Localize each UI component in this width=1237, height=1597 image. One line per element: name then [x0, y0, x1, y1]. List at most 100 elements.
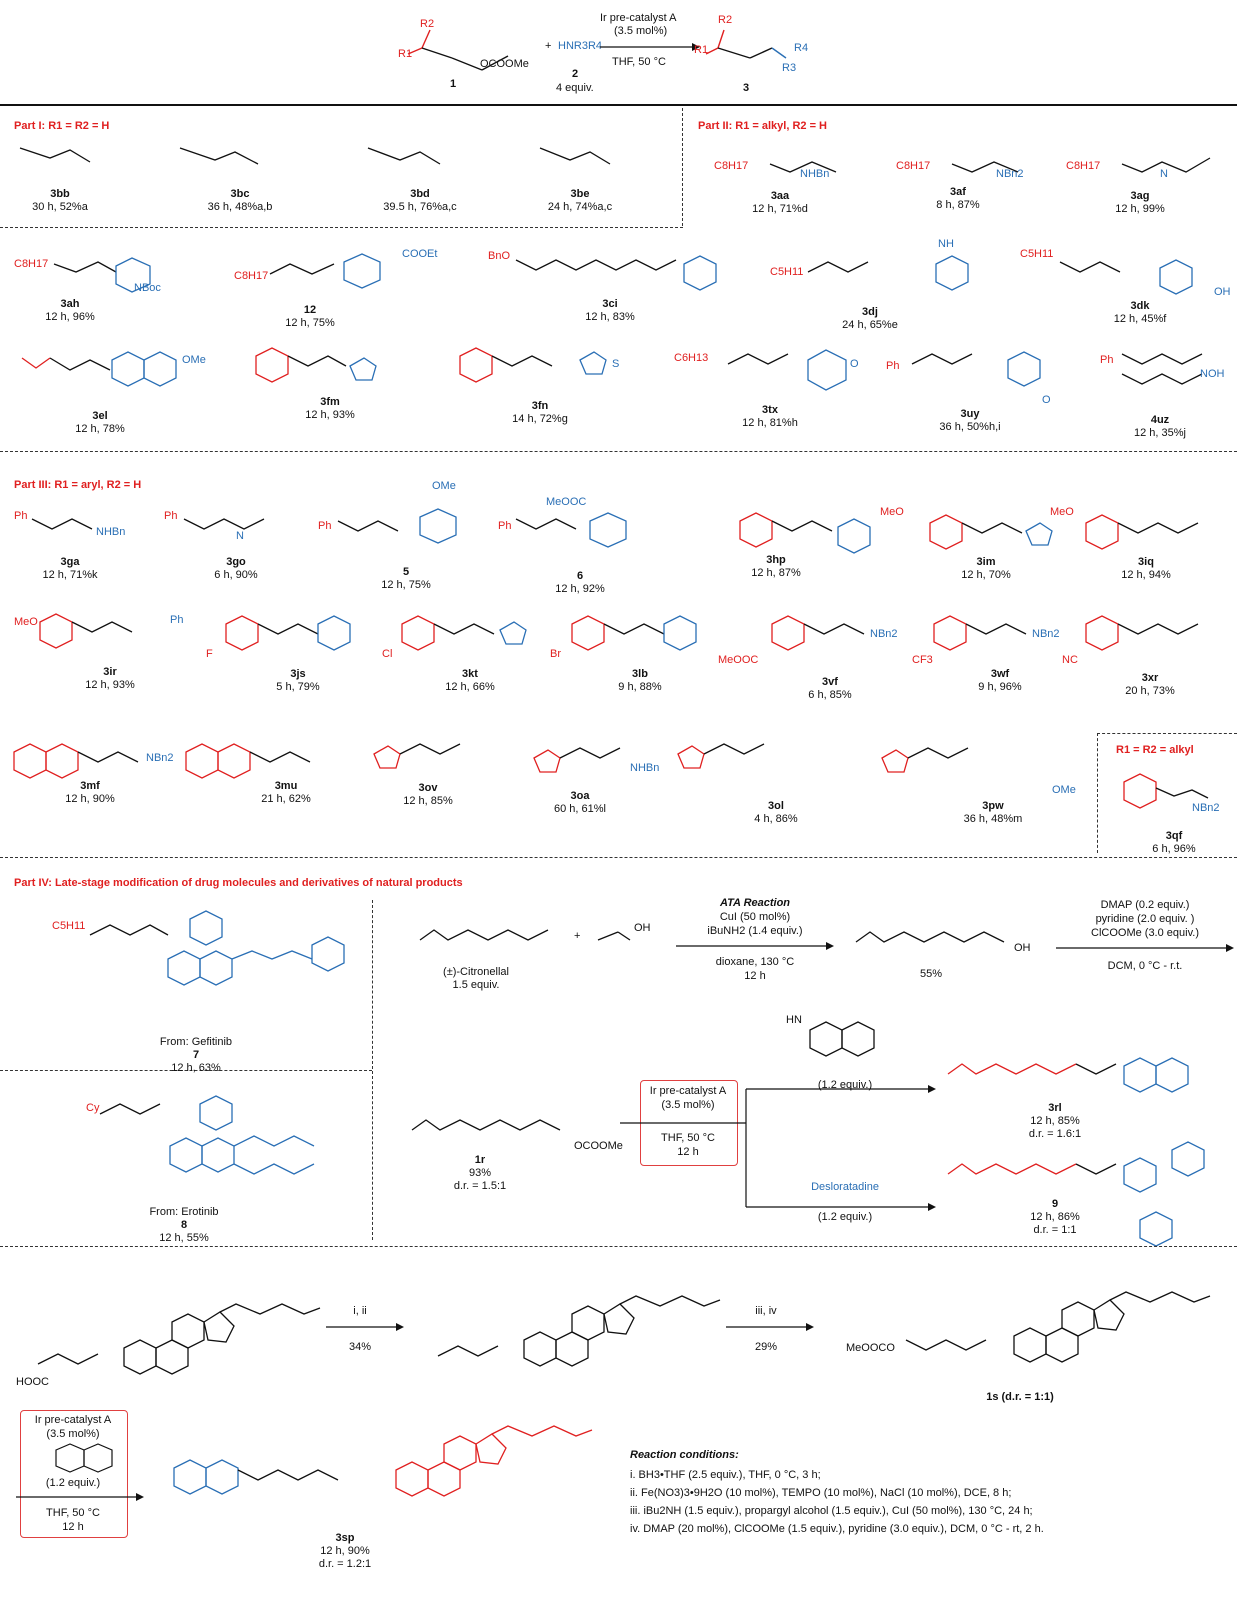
- product-r3: R3: [782, 62, 797, 74]
- product-r2: R2: [718, 14, 733, 26]
- steroid-3-structure: [905, 1291, 1211, 1363]
- p3-3go-sub: Ph: [164, 510, 178, 522]
- part1-divider-v: [682, 108, 683, 226]
- scheme-cond-1: Ir pre-catalyst A: [600, 12, 677, 24]
- condition-iv: iv. DMAP (20 mol%), ClCOOMe (1.5 equiv.)…: [630, 1523, 1044, 1535]
- divider-steroid: [0, 1246, 1237, 1247]
- p2-3dk-sub: C5H11: [1020, 248, 1054, 260]
- s1-label: 1s (d.r. = 1:1): [986, 1391, 1054, 1403]
- carb-line3: ClCOOMe (3.0 equiv.): [1091, 927, 1199, 939]
- p3-3js-sub: F: [206, 648, 213, 660]
- step2-arrow: [726, 1323, 814, 1331]
- gefitinib-structure: [89, 910, 345, 986]
- amine-formula: HNR3R4: [558, 40, 603, 52]
- plus-sign: +: [545, 40, 552, 52]
- ata-line3: dioxane, 130 °C: [715, 956, 795, 968]
- ircat-line4: 12 h: [677, 1146, 699, 1158]
- scheme-cond-3: THF, 50 °C: [612, 56, 666, 68]
- part4-header: Part IV: Late-stage modification of drug…: [14, 877, 463, 889]
- step2-yield: 29%: [754, 1341, 778, 1353]
- p2-3uy-sub: Ph: [886, 360, 900, 372]
- gefitinib-sub: C5H11: [52, 920, 86, 932]
- thiq-small: [55, 1443, 113, 1473]
- bond-skeleton-part2-top: [769, 157, 1211, 173]
- p3-3wf-sub: CF3: [912, 654, 933, 666]
- condition-i: i. BH3•THF (2.5 equiv.), THF, 0 °C, 3 h;: [630, 1469, 821, 1481]
- part1-divider-h: [0, 227, 683, 228]
- 3rl-structure: [947, 1057, 1189, 1093]
- amine1-structure: [809, 1021, 875, 1057]
- steroid-2-structure: [437, 1295, 721, 1367]
- part3-header: Part III: R1 = aryl, R2 = H: [14, 479, 142, 491]
- reactant1-group: OCOOMe: [480, 58, 529, 70]
- dialkyl-header: R1 = R2 = alkyl: [1116, 744, 1194, 756]
- carb-arrow: [1056, 944, 1234, 952]
- step1-yield: 34%: [348, 1341, 372, 1353]
- p2-3tx-amine: O: [850, 358, 859, 370]
- divider-part4: [0, 857, 1237, 858]
- p2-4uz-amine: NOH: [1200, 368, 1225, 380]
- final-ir-box: [20, 1410, 128, 1538]
- carb-line2: pyridine (2.0 equiv. ): [1095, 913, 1195, 925]
- p3-3ir-sub: MeO: [14, 616, 38, 628]
- amine-equiv: 4 equiv.: [556, 82, 594, 94]
- 1r-structure: [411, 1119, 561, 1131]
- p2-3aa-sub: C8H17: [714, 160, 749, 172]
- dialkyl-amine: NBn2: [1192, 802, 1220, 814]
- condition-iii: iii. iBu2NH (1.5 equiv.), propargyl alco…: [630, 1505, 1033, 1517]
- p3-3mf-amine: NBn2: [146, 752, 174, 764]
- p3-5-sub: Ph: [318, 520, 332, 532]
- dialkyl-box-top: [1097, 733, 1237, 734]
- reactant1-label: 1: [450, 78, 457, 90]
- p3-3lb-sub: Br: [550, 648, 561, 660]
- dialkyl-box-left: [1097, 733, 1098, 853]
- final-ir-line3: THF, 50 °C: [46, 1507, 100, 1519]
- p2-3ag-amine: N: [1160, 168, 1168, 180]
- allenol-oh: OH: [1014, 942, 1031, 954]
- ircat-line2: (3.5 mol%): [661, 1099, 715, 1111]
- product-r4: R4: [794, 42, 809, 54]
- p3-3ga-amine: NHBn: [96, 526, 126, 538]
- p2-3dk-amine: OH: [1214, 286, 1231, 298]
- step1-label: i, ii: [353, 1305, 367, 1317]
- condition-ii: ii. Fe(NO3)3•9H2O (10 mol%), TEMPO (10 m…: [630, 1487, 1012, 1499]
- p2-3tx-sub: C6H13: [674, 352, 709, 364]
- 3sp-structure: [173, 1425, 593, 1497]
- reactant1-structure: [407, 29, 509, 71]
- amine1-hn: HN: [786, 1014, 802, 1026]
- ata-title: ATA Reaction: [719, 897, 791, 909]
- final-arrow: [16, 1493, 144, 1501]
- p3-5-amine: OMe: [432, 480, 456, 492]
- bond-skeleton-part3-row2: [39, 613, 1199, 651]
- p2-3dj-sub: C5H11: [770, 266, 804, 278]
- scheme-arrow: [600, 43, 700, 51]
- product-label: 3: [743, 82, 750, 94]
- 1r-group: OCOOMe: [574, 1140, 623, 1152]
- carb-line1: DMAP (0.2 equiv.): [1100, 899, 1190, 911]
- p2-3ag-sub: C8H17: [1066, 160, 1101, 172]
- reactant1-r2: R2: [420, 18, 435, 30]
